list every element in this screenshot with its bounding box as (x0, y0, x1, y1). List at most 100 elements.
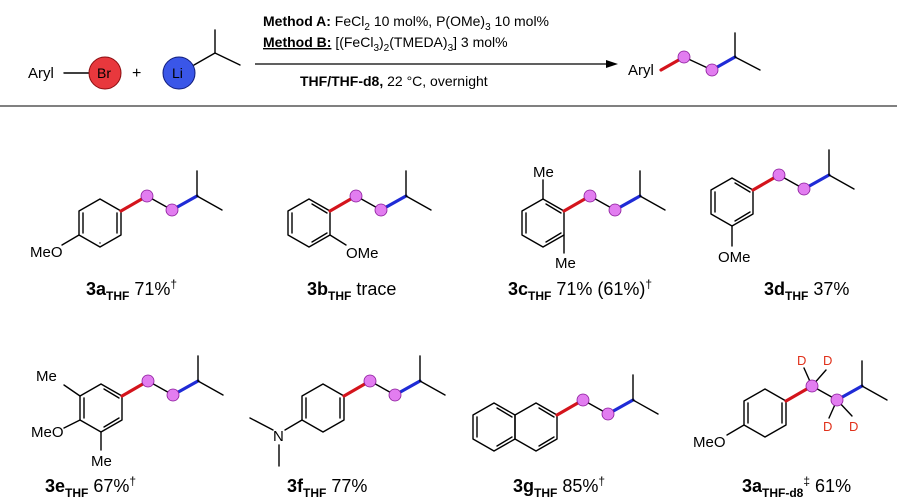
bromine-label: Br (97, 65, 111, 81)
ring-double-bond (103, 417, 120, 428)
scheme-header: Aryl Br + Li Method A: FeCl2 10 mol%, P(… (28, 13, 761, 90)
compound-label: 3gTHF 85%† (513, 474, 605, 500)
ring-double-bond (311, 203, 328, 214)
bromine-sphere (88, 56, 122, 90)
chain-bond (405, 195, 432, 211)
methoxy-bond (726, 424, 745, 436)
benzene-ring (521, 198, 565, 248)
chain-bond (197, 380, 224, 396)
compound-3a: MeO 3aTHF 71%† (30, 170, 223, 303)
product-aryl-label: Aryl (628, 62, 654, 79)
methoxy-label: OMe (718, 249, 751, 266)
plus-sign: + (132, 65, 141, 82)
labeled-carbon-dot (797, 182, 811, 196)
labeled-carbon-dot (772, 168, 786, 182)
chain-bond (861, 385, 888, 401)
chain-bond (828, 174, 855, 190)
benzene-ring (78, 198, 122, 248)
method-a-text: Method A: FeCl2 10 mol%, P(OMe)3 10 mol% (263, 13, 549, 33)
labeled-carbon-dot (576, 393, 590, 407)
ring-double-bond (538, 436, 555, 447)
deuterium-label: D (797, 353, 806, 368)
ring-double-bond (545, 232, 562, 243)
methoxy-label: OMe (346, 245, 379, 262)
deuterium-label: D (823, 419, 832, 434)
labeled-carbon-dot (140, 189, 154, 203)
isobutyl-lithium-branch (214, 52, 241, 66)
arrow-head (606, 60, 618, 68)
conditions-text: THF/THF-d8, 22 °C, overnight (300, 73, 488, 89)
ring-double-bond (496, 436, 513, 447)
methyl-label: Me (533, 164, 554, 181)
benzene-ring (79, 383, 123, 433)
amine-bond (284, 419, 303, 431)
deuterium-label: D (823, 353, 832, 368)
product-methyl-right (734, 56, 761, 71)
compound-3c: Me Me 3cTHF 71% (61%)† (508, 164, 666, 303)
compound-label: 3eTHF 67%† (45, 474, 136, 500)
methoxy-bond (63, 419, 81, 429)
labeled-carbon-dot (583, 189, 597, 203)
methoxy-label: MeO (31, 424, 64, 441)
compound-3a-d8: MeO D D D D 3aTHF-d8‡ 61% (693, 353, 888, 500)
ring-double-bond (496, 407, 513, 418)
ring-double-bond (734, 211, 751, 222)
compound-label: 3cTHF 71% (61%)† (508, 277, 652, 303)
compound-3d: OMe 3dTHF 37% (710, 149, 855, 303)
labeled-carbon-dot (677, 50, 691, 64)
ring-double-bond (545, 203, 562, 214)
compound-3f: N 3fTHF 77% (249, 355, 446, 500)
labeled-carbon-dot (349, 189, 363, 203)
labeled-carbon-dot (805, 379, 819, 393)
compound-label: 3dTHF 37% (764, 279, 849, 303)
labeled-carbon-dot (608, 203, 622, 217)
ring-double-bond (103, 388, 120, 399)
methoxy-label: MeO (693, 434, 726, 451)
methyl-label: Me (36, 368, 57, 385)
benzene-ring (743, 388, 787, 438)
methyl-label: Me (555, 255, 576, 272)
benzene-ring (301, 383, 345, 433)
methoxy-bond (329, 234, 347, 246)
lithium-label: Li (172, 65, 183, 81)
labeled-carbon-dot (601, 407, 615, 421)
labeled-carbon-dot (165, 203, 179, 217)
labeled-carbon-dot (363, 374, 377, 388)
naphthalene-ring-left (472, 402, 516, 452)
chain-bond (639, 195, 666, 211)
reagent-aryl-label: Aryl (28, 65, 54, 82)
methoxy-label: MeO (30, 244, 63, 261)
isobutyl-lithium-chain (193, 29, 216, 66)
methyl-label: Me (91, 453, 112, 470)
methoxy-bond (61, 234, 80, 246)
method-b-text: Method B: [(FeCl3)2(TMEDA)3] 3 mol% (263, 34, 508, 54)
compound-label: 3aTHF 71%† (86, 277, 177, 303)
labeled-carbon-dot (166, 388, 180, 402)
labeled-carbon-dot (830, 393, 844, 407)
labeled-carbon-dot (705, 63, 719, 77)
compound-3b: OMe 3bTHF trace (287, 170, 432, 303)
ring-double-bond (734, 182, 751, 193)
labeled-carbon-dot (141, 374, 155, 388)
labeled-carbon-dot (374, 203, 388, 217)
chain-bond (196, 195, 223, 211)
n-methyl-bond (249, 417, 274, 431)
ring-double-bond (311, 232, 328, 243)
benzene-ring (710, 177, 754, 227)
compound-label: 3fTHF 77% (287, 476, 367, 500)
compound-3e: Me MeO Me 3eTHF 67%† (31, 355, 224, 500)
benzene-ring (287, 198, 331, 248)
methyl-bond (63, 384, 81, 397)
compound-3g: 3gTHF 85%† (472, 374, 659, 500)
chain-bond (419, 380, 446, 396)
chain-bond (632, 399, 659, 415)
ring-double-bond (538, 407, 555, 418)
deuterium-label: D (849, 419, 858, 434)
compound-label: 3bTHF trace (307, 279, 396, 303)
nitrogen-label: N (273, 428, 284, 445)
naphthalene-ring-right (514, 402, 558, 452)
labeled-carbon-dot (388, 388, 402, 402)
compound-label: 3aTHF-d8‡ 61% (742, 474, 851, 500)
lithium-sphere (162, 56, 196, 90)
